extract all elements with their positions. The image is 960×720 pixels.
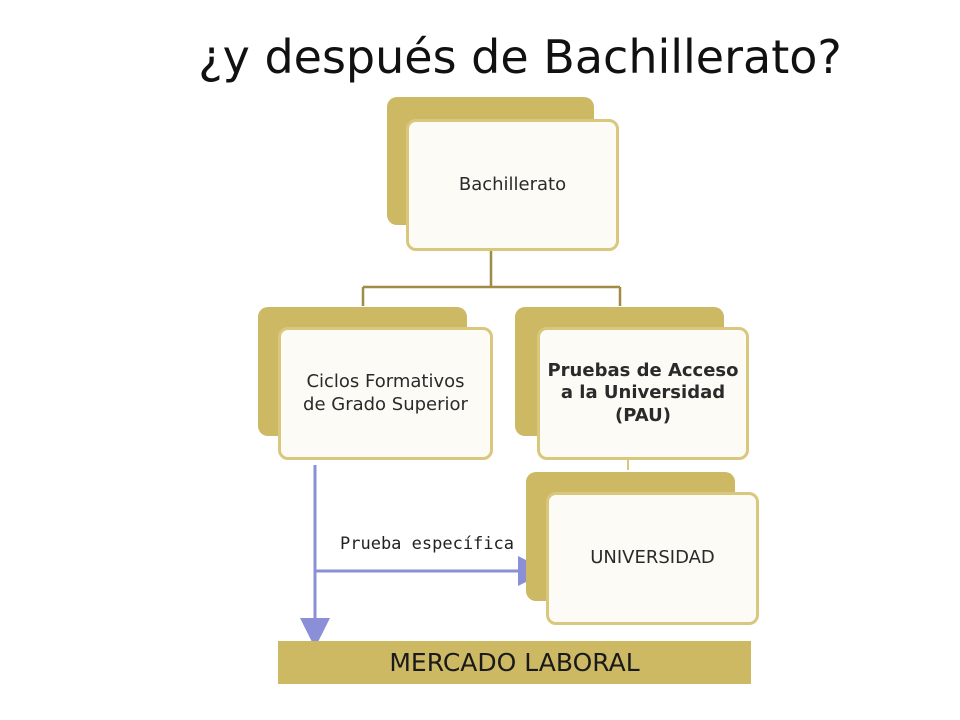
node-ciclos-label: Ciclos Formativos de Grado Superior xyxy=(303,371,468,415)
tree-connector xyxy=(361,228,622,306)
node-bachillerato-label: Bachillerato xyxy=(458,173,567,195)
page-title: ¿y después de Bachillerato? xyxy=(198,30,842,84)
node-pau-label: Pruebas de Acceso a la Universidad (PAU) xyxy=(547,359,739,426)
prueba-especifica-label: Prueba específica xyxy=(340,534,514,554)
mercado-laboral-bar: MERCADO LABORAL xyxy=(278,641,751,684)
node-universidad-label: UNIVERSIDAD xyxy=(590,547,715,569)
mercado-laboral-label: MERCADO LABORAL xyxy=(389,648,640,677)
